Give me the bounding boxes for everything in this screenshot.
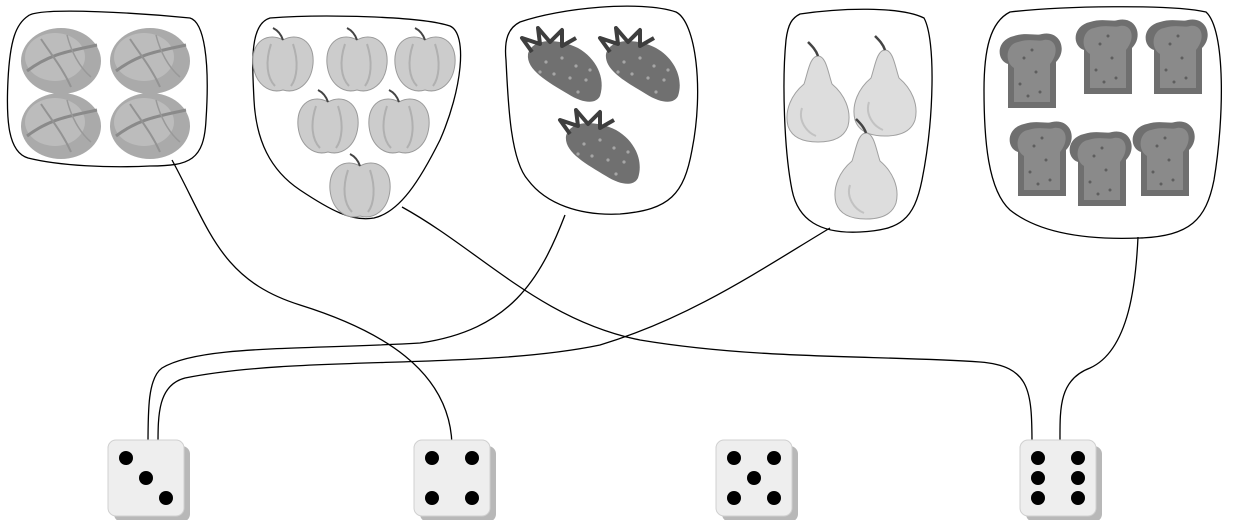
- strawberry-icon: [520, 26, 604, 104]
- group-bread: [983, 6, 1222, 239]
- apple-icon: [393, 27, 457, 92]
- bread-slice-icon: [1069, 131, 1132, 207]
- group-strawberry: [504, 5, 699, 215]
- pip: [1071, 451, 1085, 465]
- cabbage-icon: [108, 91, 192, 161]
- line-bread-to-die-6: [1059, 236, 1139, 446]
- pip: [159, 491, 173, 505]
- pip: [1071, 491, 1085, 505]
- bread-slice-icon: [1075, 19, 1138, 95]
- pip: [767, 451, 781, 465]
- group-outline: [6, 10, 208, 168]
- cabbage-icon: [19, 91, 103, 161]
- line-cabbage-to-die-4: [171, 159, 453, 446]
- pip: [1031, 451, 1045, 465]
- die-5: [715, 439, 798, 520]
- die-3: [107, 439, 190, 520]
- strawberry-icon: [558, 108, 642, 186]
- apple-icon: [328, 153, 392, 218]
- die-pips: [1031, 451, 1085, 505]
- group-apple: [251, 15, 462, 220]
- pip: [747, 471, 761, 485]
- bread-slice-icon: [1132, 121, 1195, 197]
- pip: [727, 451, 741, 465]
- apple-icon: [325, 27, 389, 92]
- die-pips: [425, 451, 479, 505]
- line-apple-to-die-6: [401, 206, 1033, 446]
- line-strawberry-to-die-3: [147, 214, 566, 446]
- group-outline: [504, 5, 699, 215]
- bread-slice-icon: [1009, 121, 1072, 197]
- pear-icon: [852, 34, 918, 138]
- group-cabbage: [6, 10, 208, 168]
- die-6: [1019, 439, 1102, 520]
- pip: [425, 451, 439, 465]
- pip: [1071, 471, 1085, 485]
- pip: [139, 471, 153, 485]
- bread-slice-icon: [999, 33, 1062, 109]
- pip: [727, 491, 741, 505]
- cabbage-icon: [19, 26, 103, 96]
- group-pear: [783, 8, 933, 233]
- pip: [1031, 471, 1045, 485]
- die-4: [413, 439, 496, 520]
- bread-slice-icon: [1145, 19, 1208, 95]
- pip: [465, 491, 479, 505]
- strawberry-icon: [598, 26, 682, 104]
- group-outline: [783, 8, 933, 233]
- connection-lines: [147, 159, 1139, 446]
- apple-icon: [367, 89, 431, 154]
- pip: [1031, 491, 1045, 505]
- pear-icon: [785, 40, 851, 144]
- group-outline: [252, 15, 462, 220]
- pip: [465, 451, 479, 465]
- pip: [425, 491, 439, 505]
- die-pips: [119, 451, 173, 505]
- line-pear-to-die-3: [157, 227, 831, 446]
- group-outline: [983, 6, 1222, 239]
- apple-icon: [251, 27, 315, 92]
- cabbage-icon: [108, 26, 192, 96]
- die-pips: [727, 451, 781, 505]
- pip: [119, 451, 133, 465]
- apple-icon: [296, 89, 360, 154]
- pip: [767, 491, 781, 505]
